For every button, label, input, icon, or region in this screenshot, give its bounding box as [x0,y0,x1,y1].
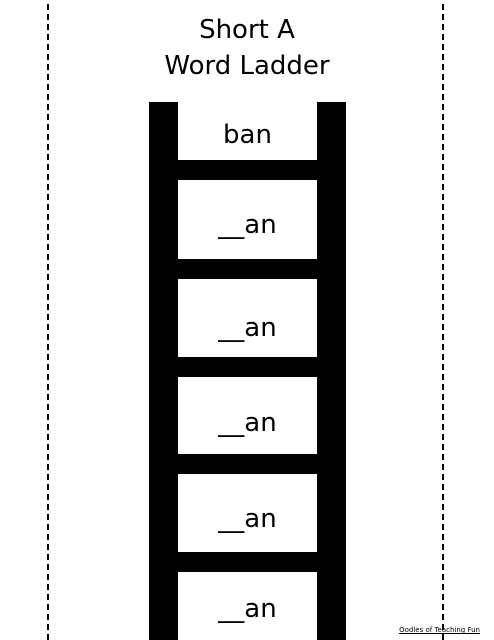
title-line-2: Word Ladder [164,51,330,81]
ladder-word-5: __an [218,504,277,534]
ladder-rung [149,454,346,474]
left-cut-line [47,4,49,640]
ladder-word-1: ban [223,120,272,150]
credit-link[interactable]: Oodles of Teaching Fun [399,626,480,634]
right-cut-line [442,4,444,640]
ladder-word-4: __an [218,408,277,438]
ladder-rung [149,552,346,572]
ladder-word-3: __an [218,313,277,343]
ladder-rung [149,259,346,279]
ladder-word-2: __an [218,210,277,240]
ladder-rung [149,160,346,180]
word-ladder: ban __an __an __an __an __an [149,102,346,640]
title-line-1: Short A [199,15,295,45]
ladder-rung [149,357,346,377]
ladder-word-6: __an [218,594,277,624]
page-title: Short A Word Ladder [0,12,494,84]
